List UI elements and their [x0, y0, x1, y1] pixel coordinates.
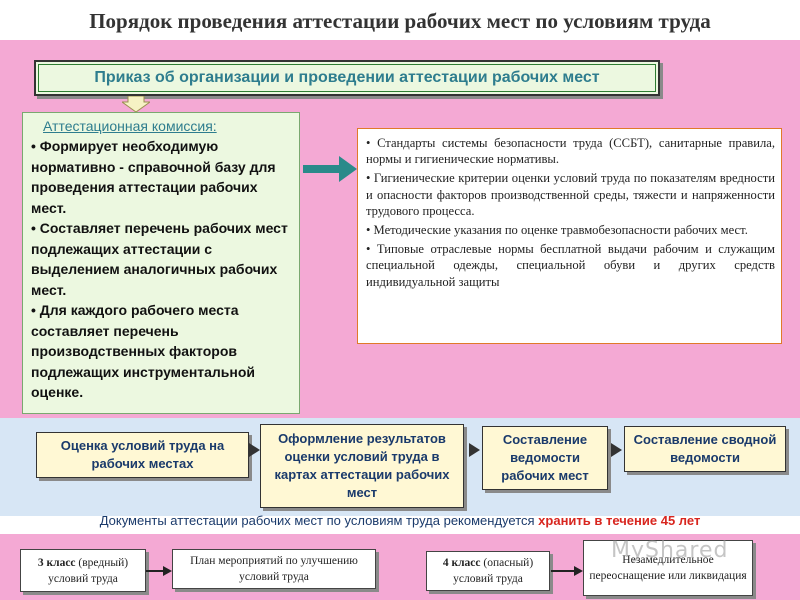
class4-box: 4 класс (опасный) условий труда: [426, 551, 550, 591]
standards-item: • Типовые отраслевые нормы бесплатной вы…: [366, 242, 775, 289]
arrow-right-icon: [611, 443, 622, 457]
process-step-summary: Составление сводной ведомости: [624, 426, 786, 472]
class4-label: 4 класс: [442, 557, 481, 569]
down-arrow-icon: [122, 96, 150, 112]
process-step-assessment: Оценка условий труда на рабочих местах: [36, 432, 249, 478]
storage-band: [0, 516, 800, 534]
arrow-right-icon: [551, 566, 583, 576]
plan-box: План мероприятий по улучшению условий тр…: [172, 549, 376, 589]
storage-highlight: хранить в течение 45 лет: [538, 513, 701, 528]
arrow-right-icon: [146, 566, 172, 576]
order-box: Приказ об организации и проведении аттес…: [34, 60, 660, 96]
class3-box: 3 класс (вредный) условий труда: [20, 549, 146, 592]
right-arrow-icon: [303, 156, 357, 182]
commission-item: • Составляет перечень рабочих мест подле…: [31, 220, 288, 298]
arrow-right-icon: [249, 443, 260, 457]
commission-item: • Формирует необходимую нормативно - спр…: [31, 138, 276, 216]
class3-desc: (вредный) условий труда: [48, 556, 129, 585]
standards-item: • Стандарты системы безопасности труда (…: [366, 136, 775, 167]
standards-item: • Гигиенические критерии оценки условий …: [366, 171, 775, 218]
standards-box: • Стандарты системы безопасности труда (…: [357, 128, 782, 344]
commission-box: Аттестационная комиссия: • Формирует нео…: [22, 112, 300, 414]
liquidation-box: Незамедлительное переоснащение или ликви…: [583, 540, 753, 596]
storage-note: Документы аттестации рабочих мест по усл…: [0, 513, 800, 528]
order-text: Приказ об организации и проведении аттес…: [94, 69, 600, 86]
process-step-registration: Оформление результатов оценки условий тр…: [260, 424, 464, 508]
title-band: [0, 0, 800, 40]
arrow-right-icon: [469, 443, 480, 457]
class3-label: 3 класс: [37, 556, 76, 569]
slide-title: Порядок проведения аттестации рабочих ме…: [89, 9, 711, 33]
class4-desc: (опасный) условий труда: [453, 557, 534, 585]
commission-heading: Аттестационная комиссия:: [43, 118, 217, 134]
storage-text: Документы аттестации рабочих мест по усл…: [99, 513, 535, 528]
process-step-statement: Составление ведомости рабочих мест: [482, 426, 608, 490]
commission-item: • Для каждого рабочего места составляет …: [31, 302, 256, 400]
standards-item: • Методические указания по оценке травмо…: [366, 223, 748, 238]
